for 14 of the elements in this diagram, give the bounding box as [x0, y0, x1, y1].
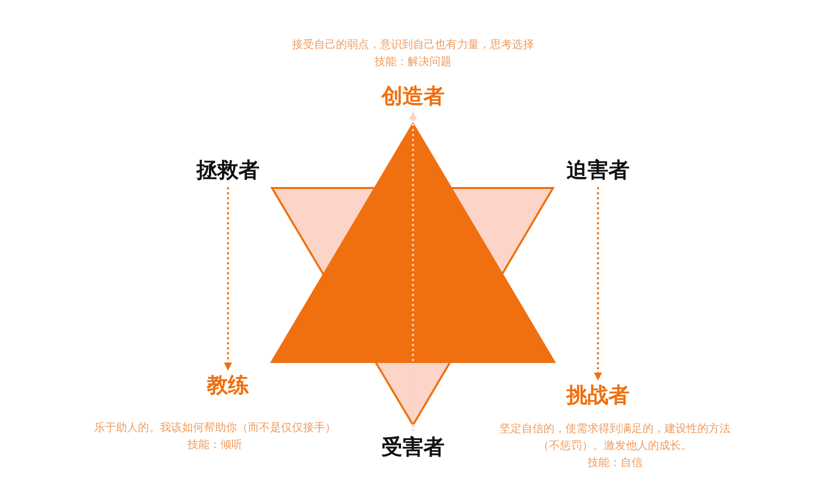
- dotted-arrow: [224, 187, 232, 371]
- skill-text: 技能：解决问题: [374, 54, 452, 70]
- dotted-arrow: [594, 187, 602, 381]
- skill-text: 技能：倾听: [186, 437, 244, 453]
- description-text: 乐于助人的。我该如何帮助你（而不是仅仅接手）: [93, 420, 337, 436]
- description-text: 接受自己的弱点，意识到自己也有力量，思考选择: [291, 37, 535, 53]
- role-label: 创造者: [382, 84, 444, 110]
- description-text: 坚定自信的，使需求得到满足的，建设性的方法（不惩罚）。激发他人的成长。: [498, 421, 732, 454]
- skill-text: 技能：自信: [586, 455, 644, 471]
- role-label: 拯救者: [196, 158, 260, 184]
- role-label: 受害者: [382, 435, 444, 460]
- role-label: 教练: [207, 373, 249, 398]
- role-label: 迫害者: [566, 158, 630, 184]
- role-label: 挑战者: [566, 383, 630, 408]
